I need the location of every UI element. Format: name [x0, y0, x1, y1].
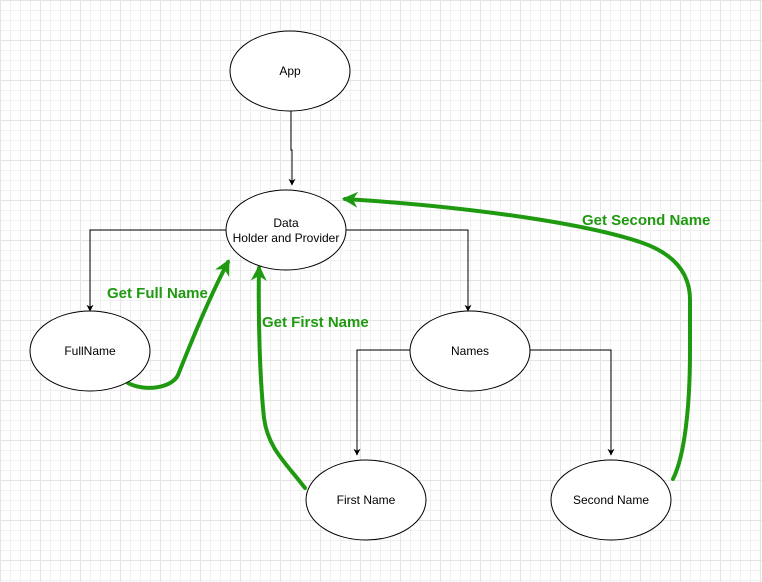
node-second-name: Second Name [550, 459, 672, 541]
node-data-label-line2: Holder and Provider [233, 231, 340, 245]
node-first-name: First Name [305, 459, 427, 541]
arrow-get-first-name [250, 264, 307, 490]
connector-names-to-first-name [353, 349, 410, 456]
node-names: Names [409, 310, 531, 392]
label-get-first-name: Get First Name [262, 314, 369, 331]
label-get-full-name: Get Full Name [107, 285, 208, 302]
node-fullname: FullName [29, 310, 151, 392]
node-second-name-label: Second Name [573, 493, 649, 507]
node-data-label-line1: Data [273, 216, 299, 230]
node-app-label: App [279, 64, 301, 78]
connector-data-to-names [346, 229, 472, 312]
arrow-get-full-name [126, 259, 230, 390]
node-names-label: Names [451, 344, 489, 358]
connector-data-to-fullname [86, 229, 226, 312]
node-data-holder: Data Holder and Provider [225, 189, 347, 271]
node-fullname-label: FullName [64, 344, 116, 358]
arrow-get-second-name [341, 191, 692, 481]
label-get-second-name: Get Second Name [582, 212, 710, 229]
node-first-name-label: First Name [337, 493, 396, 507]
connector-app-to-data [288, 111, 296, 186]
connector-names-to-second-name [526, 349, 615, 456]
node-app: App [229, 30, 351, 112]
